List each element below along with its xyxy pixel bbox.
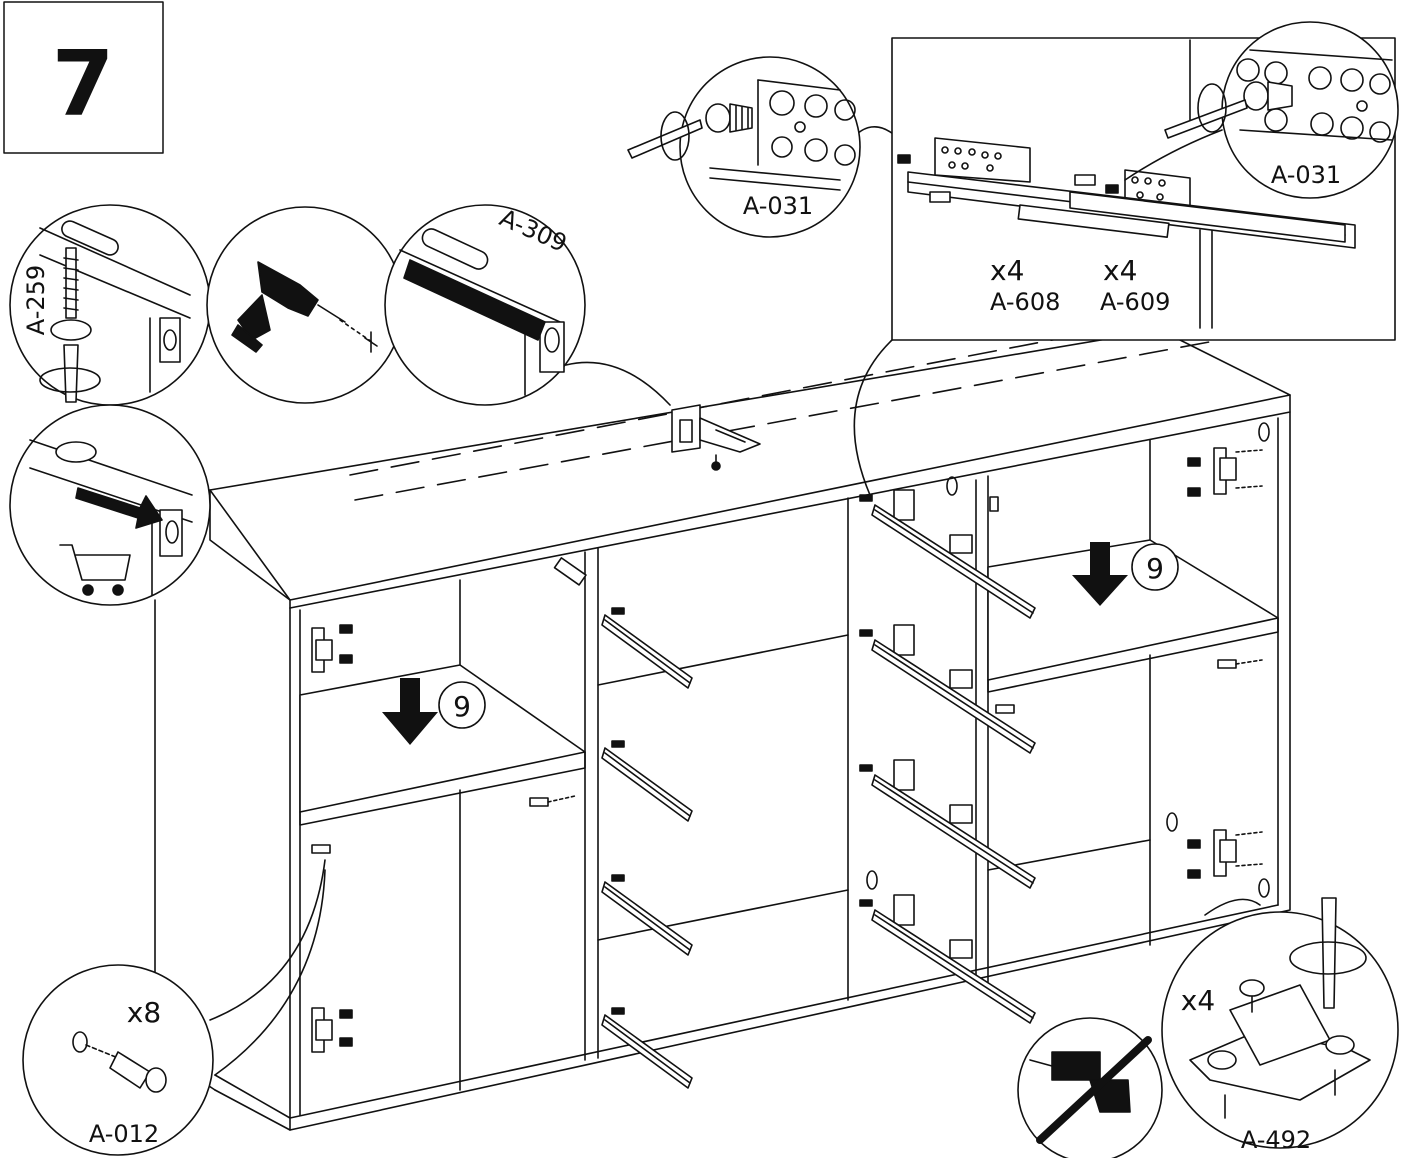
runner-plate	[935, 138, 1190, 210]
shelf-pin-a012-icon	[110, 1052, 166, 1092]
qty-a608-label: x4	[990, 254, 1024, 287]
qty-a492-label: x4	[1181, 984, 1215, 1017]
drill-icon	[232, 262, 345, 352]
screwdriver-icon	[40, 345, 100, 402]
rotate-arrow-icon	[1198, 84, 1226, 132]
step-ref-left-label: 9	[453, 690, 471, 723]
part-a609-label: A-609	[1100, 288, 1170, 316]
part-a492-label: A-492	[1241, 1126, 1311, 1154]
callout-a031-right: A-031	[1125, 22, 1398, 198]
step-number-box: 7	[4, 2, 163, 153]
step-ref-right-label: 9	[1146, 552, 1164, 585]
hinge-plate-right-top	[1188, 448, 1262, 496]
callout-drill	[207, 207, 403, 403]
down-arrow-icon	[382, 678, 438, 745]
rotate-arrow-icon	[661, 112, 689, 160]
divider-left	[460, 548, 598, 1090]
callout-no-drill	[1018, 1018, 1162, 1158]
divider-middle	[848, 476, 988, 1000]
shelf-left	[300, 665, 585, 825]
screwdriver-icon	[628, 112, 702, 160]
part-a608-label: A-608	[990, 288, 1060, 316]
drawer-runners-right	[860, 490, 1035, 1023]
screw-a031-icon	[1244, 82, 1292, 110]
rotate-arrow-icon	[1290, 942, 1366, 974]
shelf-pins	[312, 497, 1262, 853]
part-a031-left-label: A-031	[743, 192, 813, 220]
hinge-plate-left-bottom	[312, 1008, 352, 1052]
cabinet-front-frame	[290, 412, 1290, 1130]
screwdriver-icon	[1165, 84, 1247, 138]
screw-a259-icon	[51, 248, 91, 340]
screw-a031-icon	[706, 104, 752, 132]
step-ref-right: 9	[1072, 542, 1178, 606]
rotate-arrow-icon	[40, 368, 100, 392]
callout-a012: x8 A-012	[23, 860, 325, 1155]
screwdriver-icon	[1290, 898, 1366, 1008]
top-bracket	[672, 405, 760, 470]
part-a012-label: A-012	[89, 1120, 159, 1148]
hinge-plate-left-top	[312, 625, 352, 672]
cabinet	[155, 325, 1290, 1130]
callout-a309: A-309	[385, 204, 670, 405]
qty-a012-label: x8	[127, 996, 161, 1029]
callout-a031-left: A-031	[628, 57, 900, 237]
callout-a259: A-259	[10, 205, 210, 405]
hinge-plate-a492-icon	[1190, 980, 1370, 1118]
step-number: 7	[52, 32, 115, 137]
drawer-rails-left	[602, 608, 692, 1088]
down-arrow-icon	[1072, 542, 1128, 606]
cart-icon	[60, 545, 130, 595]
callout-a492: x4 A-492	[1162, 898, 1398, 1154]
qty-a609-label: x4	[1103, 254, 1137, 287]
push-arrow-icon	[76, 488, 162, 528]
part-a259-label: A-259	[22, 265, 50, 335]
dowel-a309	[404, 260, 545, 340]
no-drill-icon	[1030, 1040, 1148, 1140]
hinge-plate-right-bottom	[1188, 830, 1262, 878]
step-ref-left: 9	[382, 678, 485, 745]
callout-cart	[10, 405, 210, 605]
part-a031-right-label: A-031	[1271, 161, 1341, 189]
runner-rail	[908, 172, 1355, 248]
